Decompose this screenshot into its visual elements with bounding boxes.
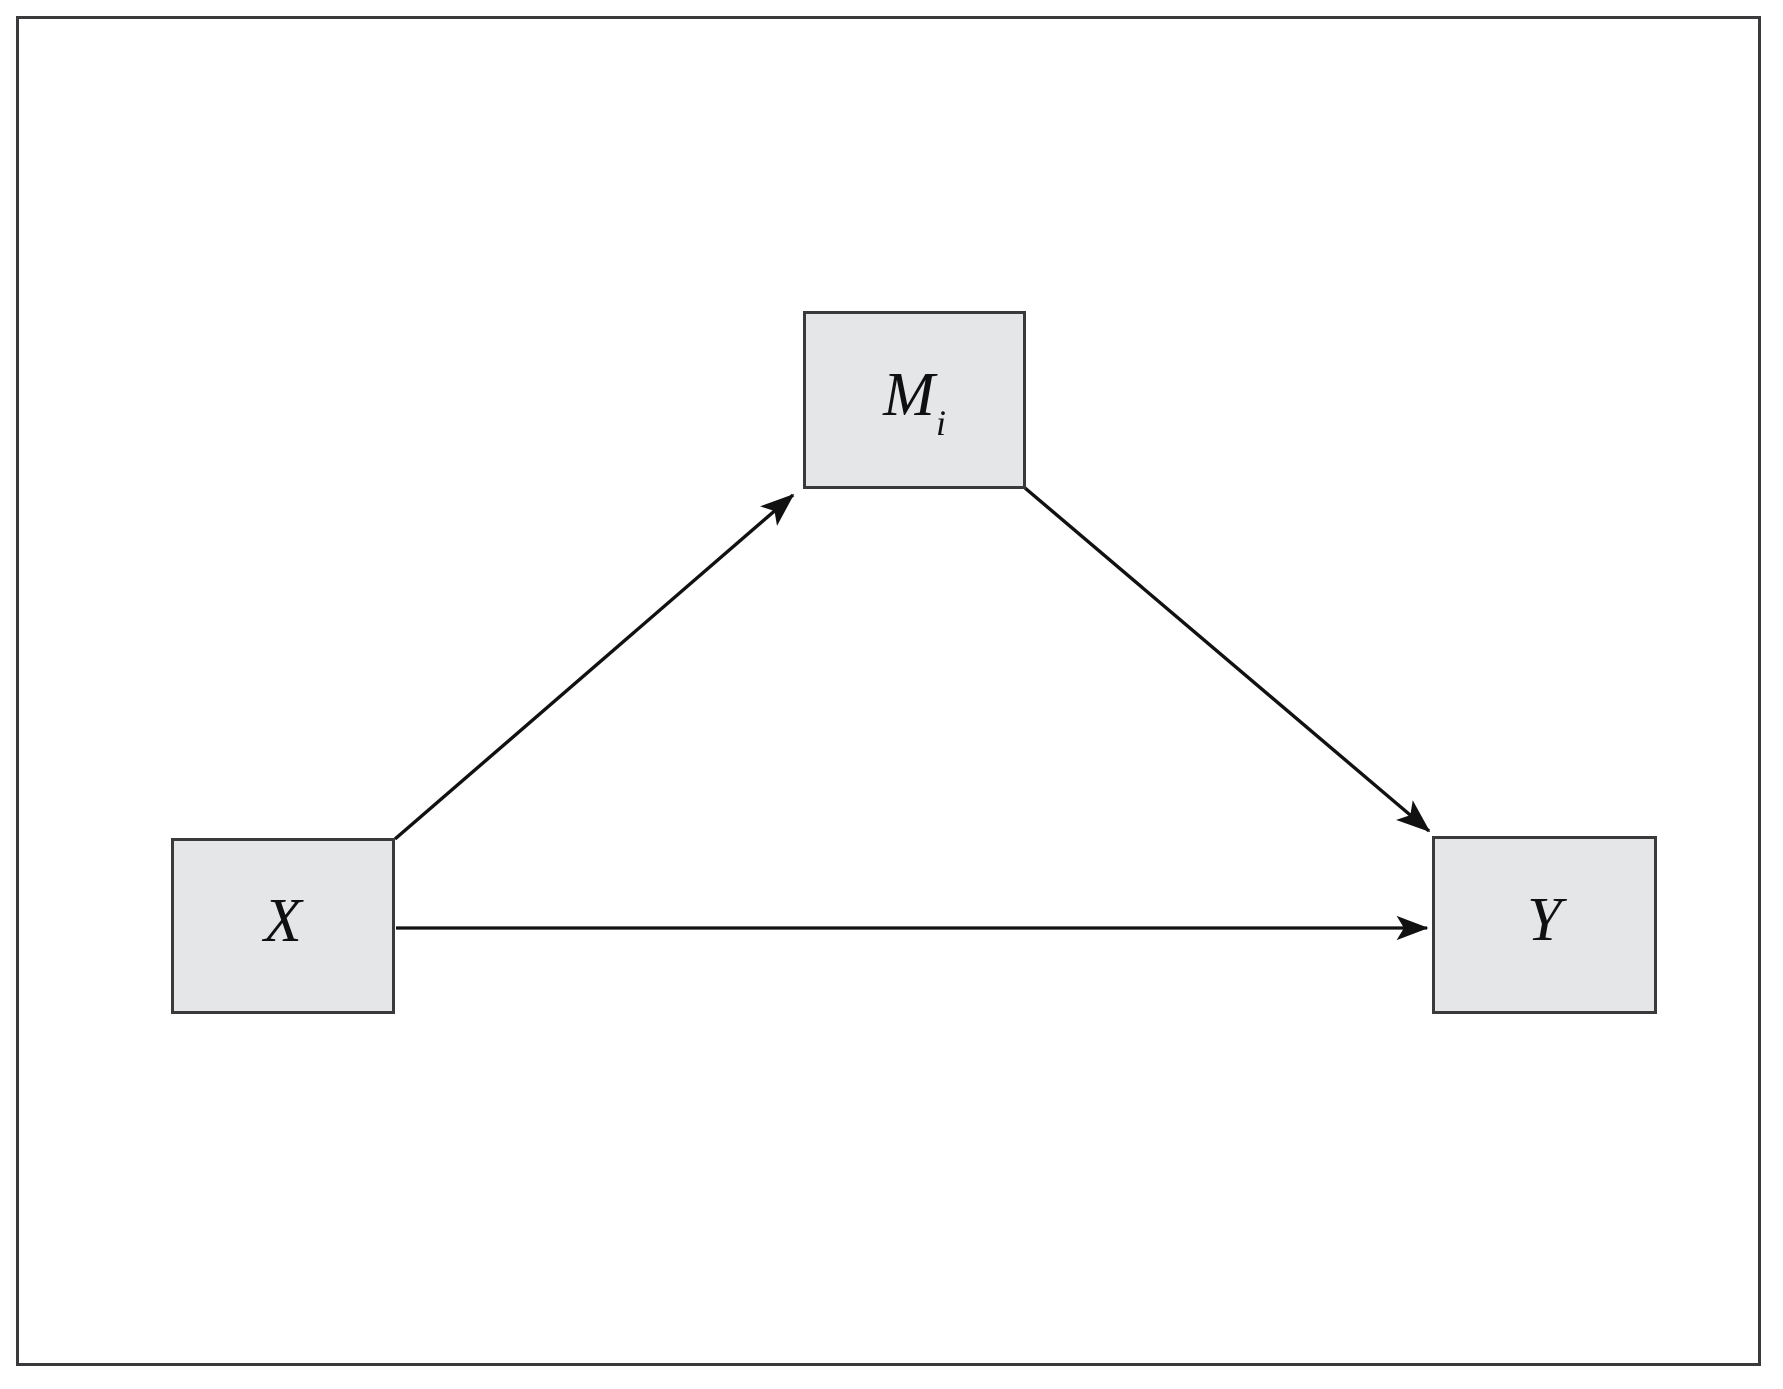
node-dependent-letter: Y <box>1527 886 1562 955</box>
node-mediator-letter: M <box>883 361 936 430</box>
node-mediator-label: Mi <box>883 361 946 441</box>
node-independent-label: X <box>264 890 302 961</box>
node-mediator-subscript: i <box>936 403 947 444</box>
node-independent-letter: X <box>263 887 303 956</box>
node-dependent-label: Y <box>1527 889 1562 960</box>
node-dependent[interactable]: Y <box>1432 836 1657 1014</box>
outer-border <box>16 16 1761 1366</box>
node-mediator[interactable]: Mi <box>803 311 1026 489</box>
node-independent[interactable]: X <box>171 838 395 1014</box>
